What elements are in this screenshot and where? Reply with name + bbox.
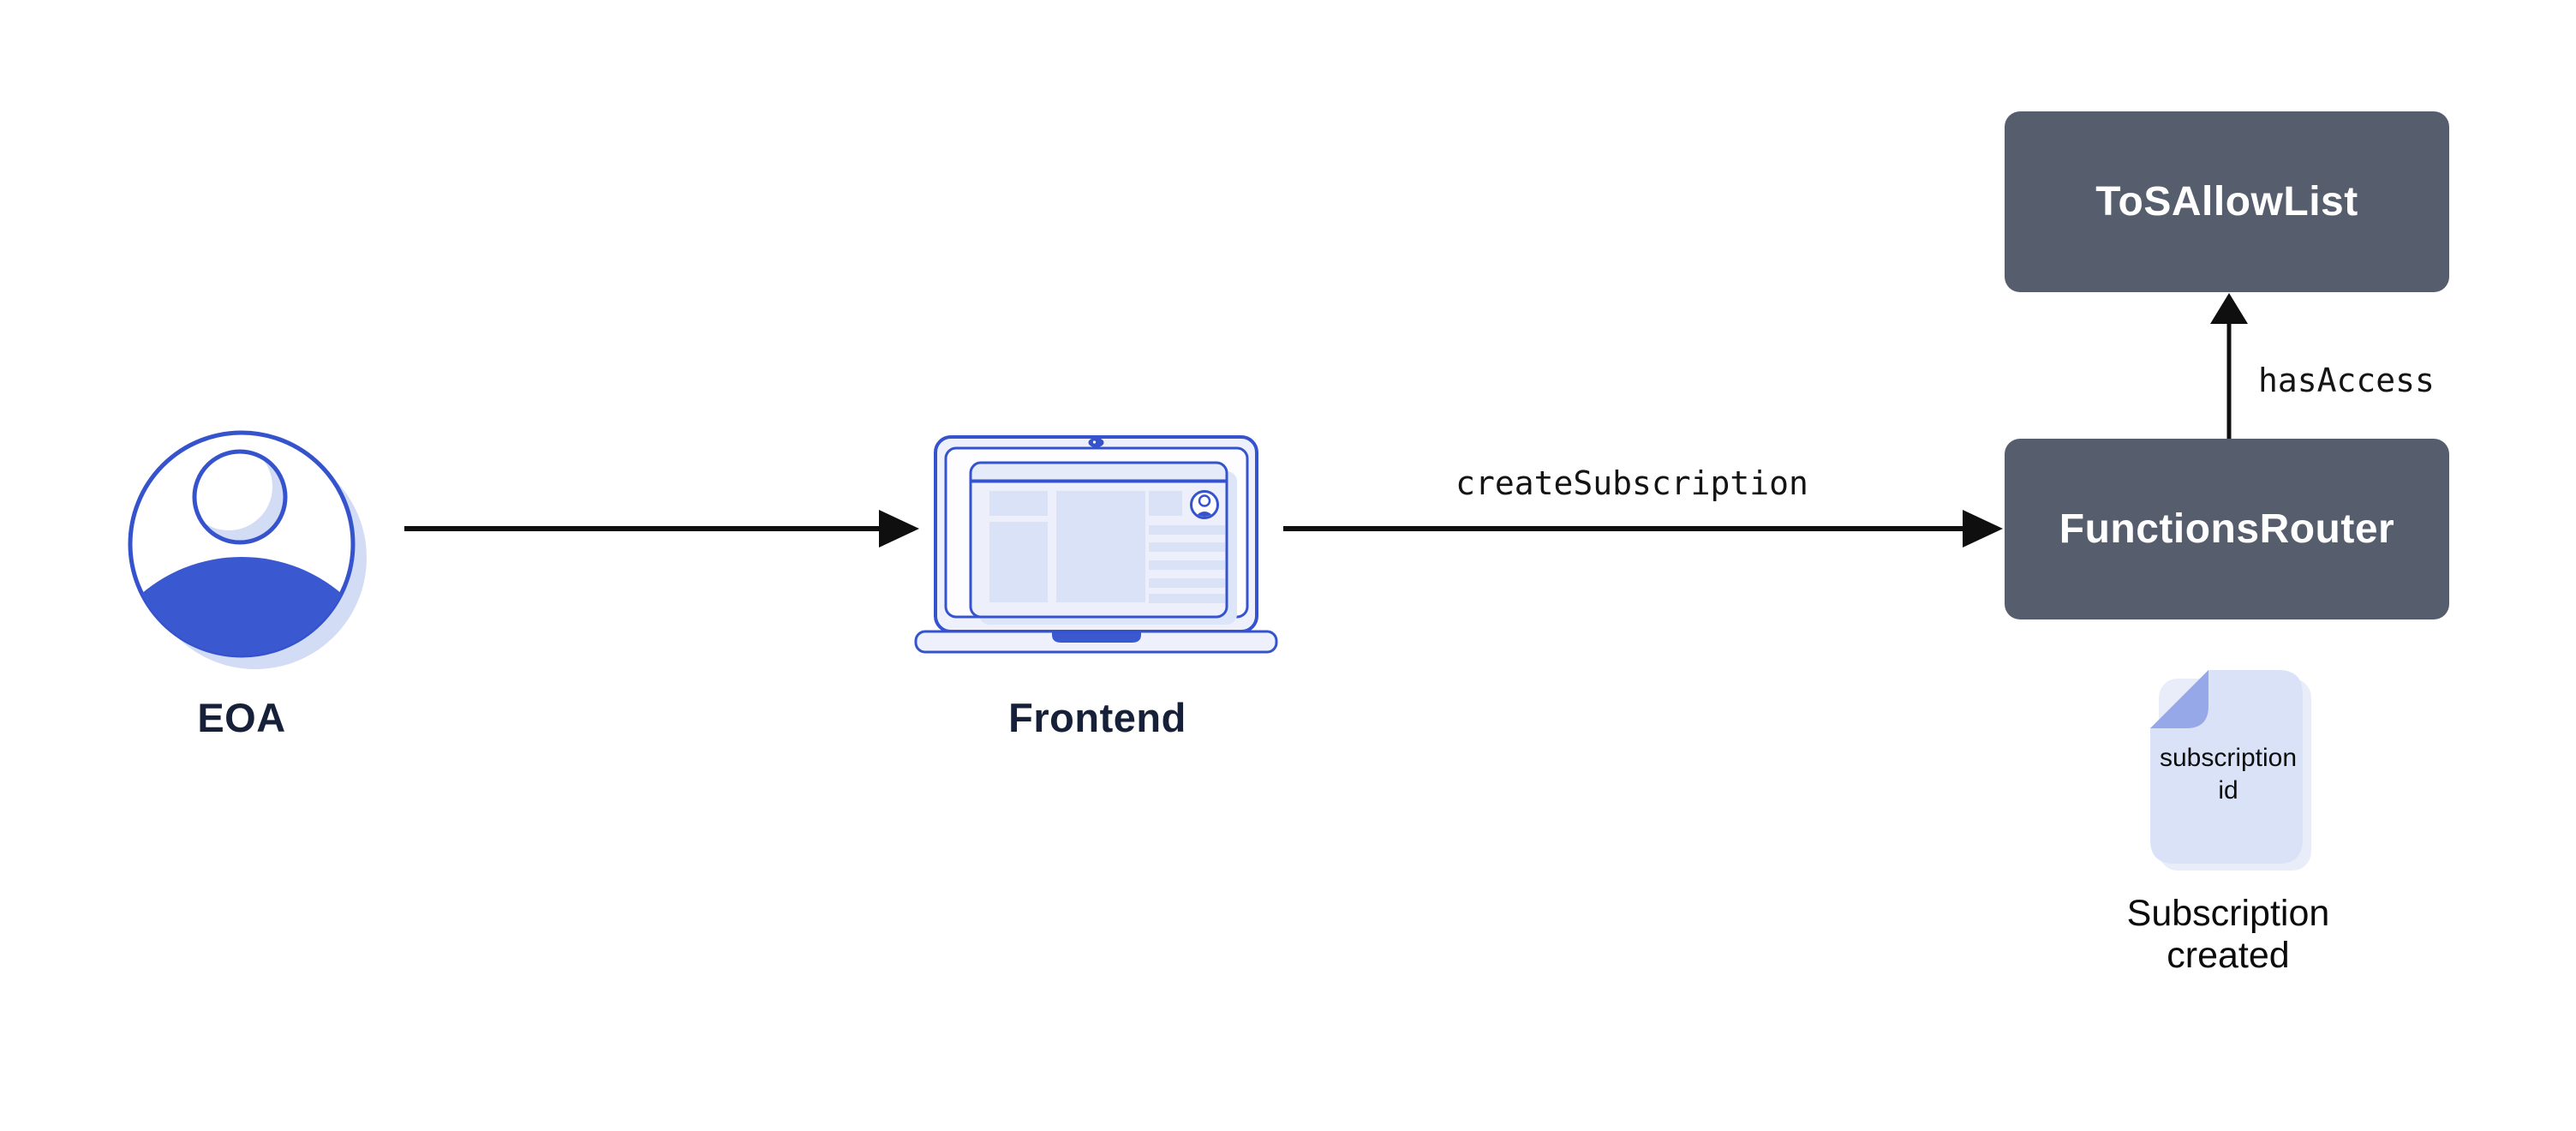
node-frontend xyxy=(912,427,1285,660)
arrow-router-to-allowlist-icon xyxy=(2210,293,2248,440)
document-text-line2: id xyxy=(2218,776,2238,805)
edge-label-createsubscription: createSubscription xyxy=(1455,464,1808,502)
node-label-eoa: EOA xyxy=(197,695,286,740)
node-label-frontend: Frontend xyxy=(1008,695,1186,740)
edge-label-hasaccess: hasAccess xyxy=(2258,362,2435,399)
caption-line1: Subscription xyxy=(2126,893,2330,934)
laptop-icon xyxy=(914,435,1278,654)
arrow-frontend-to-router-icon xyxy=(1283,510,2003,548)
subscription-document: subscription id xyxy=(2140,660,2324,874)
user-avatar-icon xyxy=(128,430,367,669)
document-icon: subscription id xyxy=(2150,670,2311,871)
document-text-line1: subscription xyxy=(2160,744,2297,772)
subscription-created-caption: Subscription created xyxy=(2100,893,2357,977)
window-user-avatar-icon xyxy=(1190,490,1219,519)
node-functions-router: FunctionsRouter xyxy=(2005,439,2449,619)
node-label-tos-allow-list: ToSAllowList xyxy=(2095,179,2358,224)
node-tos-allow-list: ToSAllowList xyxy=(2005,111,2449,292)
caption-line2: created xyxy=(2167,935,2290,976)
node-label-functions-router: FunctionsRouter xyxy=(2059,506,2395,552)
arrow-eoa-to-frontend-icon xyxy=(404,510,919,548)
node-eoa xyxy=(120,418,386,688)
